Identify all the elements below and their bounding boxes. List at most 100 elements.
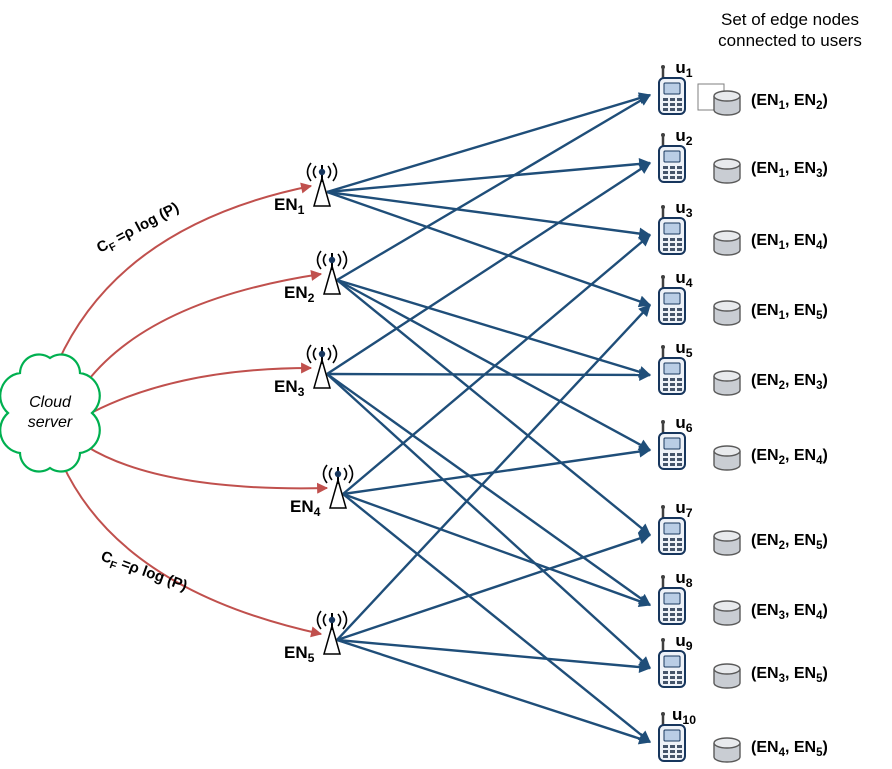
access-link-EN1-u1 — [326, 92, 652, 194]
access-link-EN5-u10 — [336, 638, 652, 745]
fronthaul-capacity-label-bottom: CF =ρ log (P) — [98, 548, 190, 598]
antenna-icon — [316, 610, 348, 655]
antenna-icon — [306, 344, 338, 389]
mobile-phone-icon — [658, 275, 686, 325]
edge-node-EN1 — [306, 162, 338, 207]
connected-pair-label-u3: (EN1, EN4) — [751, 232, 828, 252]
mobile-phone-icon — [658, 638, 686, 688]
user-label-u7: u7 — [675, 498, 692, 520]
access-link-EN5-u9 — [336, 638, 652, 674]
fronthaul-capacity-label-top: CF =ρ log (P) — [94, 199, 183, 259]
static-layer: Cloud server Set of edge nodes connected… — [0, 10, 862, 473]
user-node-u6 — [658, 420, 741, 471]
user-label-u1: u1 — [675, 58, 692, 80]
edge-node-label-EN1: EN1 — [274, 195, 305, 217]
edge-node-EN3 — [306, 344, 338, 389]
user-label-u3: u3 — [675, 198, 692, 220]
access-link-EN2-u5 — [336, 278, 652, 378]
user-node-u2 — [658, 133, 741, 184]
user-label-u2: u2 — [675, 126, 692, 148]
diagram-title-line2: connected to users — [718, 31, 862, 50]
storage-cylinder-icon — [713, 90, 741, 116]
user-node-u4 — [658, 275, 741, 326]
fronthaul-link-EN4 — [85, 445, 329, 494]
storage-cylinder-icon — [713, 300, 741, 326]
antenna-icon — [306, 162, 338, 207]
fronthaul-link-EN5 — [61, 462, 323, 638]
storage-cylinder-icon — [713, 663, 741, 689]
access-link-EN4-u10 — [342, 493, 651, 743]
cloud-label-line2: server — [28, 414, 73, 431]
user-label-u9: u9 — [675, 631, 692, 653]
access-link-EN1-u3 — [326, 190, 652, 240]
storage-cylinder-icon — [713, 445, 741, 471]
access-link-EN4-u8 — [342, 492, 652, 607]
connected-pair-label-u9: (EN3, EN5) — [751, 665, 828, 685]
storage-cylinder-icon — [713, 737, 741, 763]
mobile-phone-icon — [658, 133, 686, 183]
cloud-server-shape — [0, 353, 101, 473]
nodes-layer — [306, 65, 741, 763]
user-node-u1 — [658, 65, 741, 116]
diagram-title-line1: Set of edge nodes — [721, 10, 859, 29]
edge-node-label-EN4: EN4 — [290, 497, 321, 519]
user-node-u10 — [658, 712, 741, 763]
connected-pair-label-u1: (EN1, EN2) — [751, 92, 828, 112]
storage-cylinder-icon — [713, 600, 741, 626]
mobile-phone-icon — [658, 205, 686, 255]
user-node-u9 — [658, 638, 741, 689]
access-link-EN2-u1 — [336, 93, 652, 282]
user-label-u8: u8 — [675, 568, 692, 590]
mobile-phone-icon — [658, 712, 686, 762]
links-layer — [57, 92, 652, 745]
storage-cylinder-icon — [713, 530, 741, 556]
access-link-EN1-u2 — [326, 157, 652, 194]
cloud-label-line1: Cloud — [29, 394, 72, 411]
user-node-u5 — [658, 345, 741, 396]
fronthaul-link-EN1 — [57, 182, 313, 363]
edge-node-EN4 — [322, 464, 354, 509]
edge-node-label-EN3: EN3 — [274, 377, 305, 399]
access-link-EN4-u6 — [342, 445, 652, 496]
access-link-EN2-u6 — [336, 278, 652, 452]
connected-pair-label-u6: (EN2, EN4) — [751, 447, 828, 467]
connected-pair-label-u10: (EN4, EN5) — [751, 739, 828, 759]
fronthaul-link-EN2 — [85, 270, 323, 384]
connected-pair-label-u4: (EN1, EN5) — [751, 302, 828, 322]
edge-node-label-EN2: EN2 — [284, 283, 315, 305]
connected-pair-label-u7: (EN2, EN5) — [751, 532, 828, 552]
antenna-icon — [316, 250, 348, 295]
user-label-u10: u10 — [672, 705, 696, 727]
mobile-phone-icon — [658, 420, 686, 470]
mobile-phone-icon — [658, 505, 686, 555]
access-link-EN4-u3 — [342, 234, 651, 495]
access-link-EN5-u7 — [336, 532, 652, 642]
edge-node-label-EN5: EN5 — [284, 643, 315, 665]
user-label-u5: u5 — [675, 338, 692, 360]
storage-cylinder-icon — [713, 230, 741, 256]
user-node-u3 — [658, 205, 741, 256]
mobile-phone-icon — [658, 345, 686, 395]
storage-cylinder-icon — [713, 158, 741, 184]
user-label-u4: u4 — [675, 268, 692, 290]
fronthaul-link-EN3 — [92, 362, 313, 413]
mobile-phone-icon — [658, 65, 686, 115]
access-link-EN1-u4 — [326, 190, 652, 308]
user-node-u8 — [658, 575, 741, 626]
access-link-EN3-u8 — [326, 373, 651, 606]
user-node-u7 — [658, 505, 741, 556]
access-link-EN2-u7 — [336, 279, 651, 536]
access-link-EN3-u9 — [326, 373, 651, 669]
storage-cylinder-icon — [713, 370, 741, 396]
user-label-u6: u6 — [675, 413, 692, 435]
connected-pair-label-u5: (EN2, EN3) — [751, 372, 828, 392]
access-link-EN3-u2 — [326, 161, 652, 376]
antenna-icon — [322, 464, 354, 509]
mobile-phone-icon — [658, 575, 686, 625]
edge-node-EN2 — [316, 250, 348, 295]
connected-pair-label-u8: (EN3, EN4) — [751, 602, 828, 622]
access-link-EN3-u5 — [326, 368, 652, 381]
connected-pair-label-u2: (EN1, EN3) — [751, 160, 828, 180]
